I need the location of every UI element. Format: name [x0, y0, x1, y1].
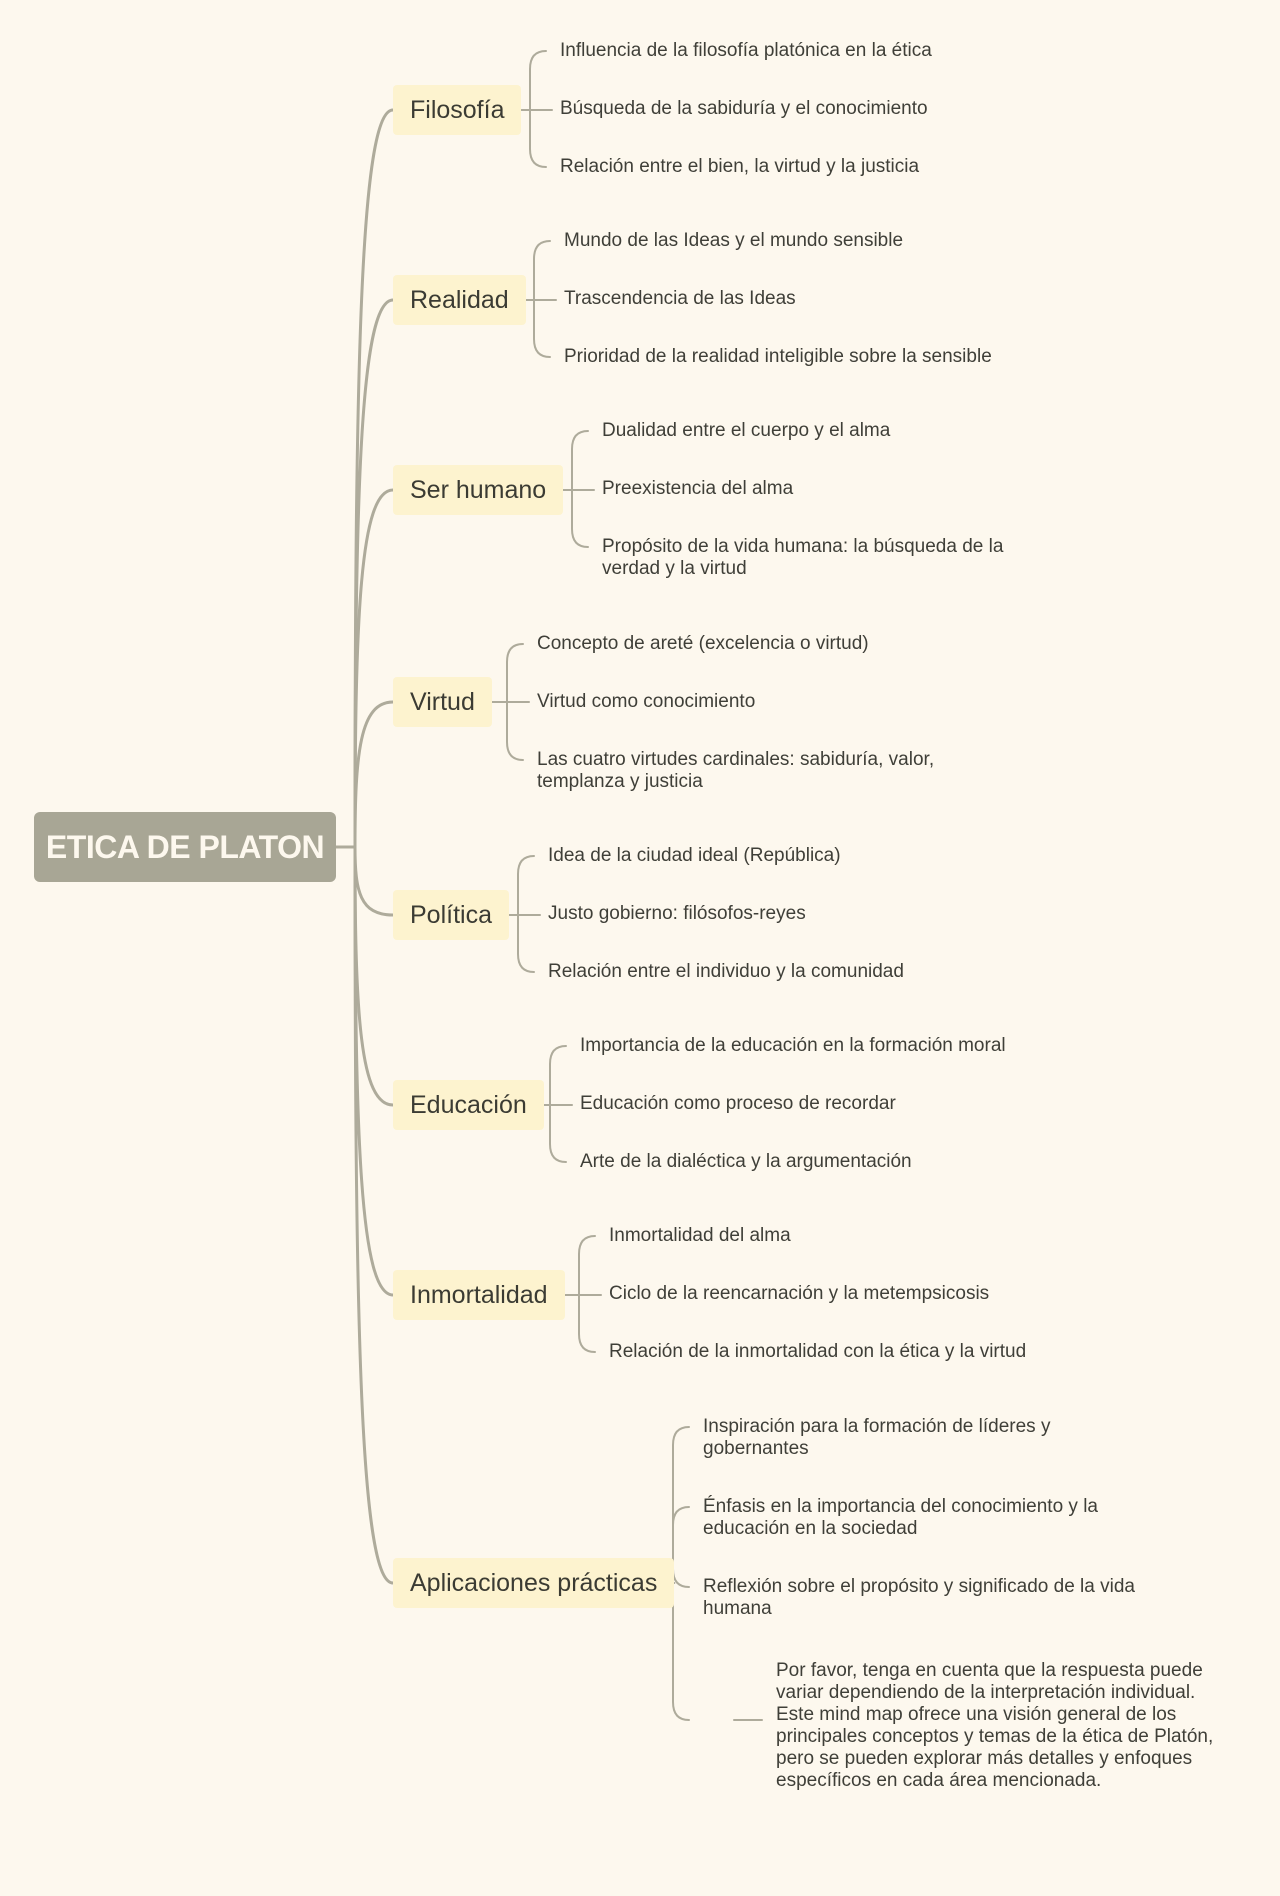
trunk-line: [353, 298, 395, 849]
topic-item[interactable]: Inmortalidad del alma: [609, 1225, 791, 1246]
leaf-connector: [506, 701, 524, 761]
topic-item[interactable]: Búsqueda de la sabiduría y el conocimien…: [560, 98, 928, 119]
topic-item[interactable]: Ciclo de la reencarnación y la metempsic…: [609, 1283, 990, 1304]
root-node[interactable]: ETICA DE PLATON: [34, 812, 336, 882]
topic-item[interactable]: Propósito de la vida humana: la búsqueda…: [602, 536, 1004, 579]
branch-virtud[interactable]: Virtud: [393, 677, 492, 727]
topic-item[interactable]: Relación entre el bien, la virtud y la j…: [560, 156, 920, 177]
topic-item[interactable]: Justo gobierno: filósofos-reyes: [548, 903, 806, 924]
branch-ser-humano[interactable]: Ser humano: [393, 465, 564, 515]
topic-item[interactable]: Influencia de la filosofía platónica en …: [560, 40, 932, 61]
leaf-connector: [533, 240, 551, 301]
leaf-connector: [672, 1506, 690, 1584]
branch-politica[interactable]: Política: [393, 890, 509, 940]
leaf-connector: [578, 1294, 596, 1353]
topic-item[interactable]: Importancia de la educación en la formac…: [580, 1035, 1006, 1056]
topic-item[interactable]: Idea de la ciudad ideal (República): [548, 845, 841, 866]
topic-item[interactable]: Reflexión sobre el propósito y significa…: [703, 1576, 1135, 1619]
topic-item[interactable]: Arte de la dialéctica y la argumentación: [580, 1151, 912, 1172]
topic-item[interactable]: Énfasis en la importancia del conocimien…: [703, 1496, 1098, 1539]
leaf-connector: [517, 855, 535, 916]
leaf-connector: [529, 50, 547, 111]
leaf-connector: [672, 1582, 690, 1721]
leaf-connector: [517, 914, 535, 973]
topic-item[interactable]: Trascendencia de las Ideas: [564, 288, 796, 309]
trunk-line: [353, 700, 395, 849]
leaf-connector: [549, 1045, 567, 1106]
branch-aplicaciones-practicas[interactable]: Aplicaciones prácticas: [393, 1558, 675, 1608]
topic-item[interactable]: Concepto de areté (excelencia o virtud): [537, 633, 869, 654]
topic-item[interactable]: Las cuatro virtudes cardinales: sabidurí…: [537, 749, 935, 792]
topic-item[interactable]: Dualidad entre el cuerpo y el alma: [602, 420, 891, 441]
disclaimer-note[interactable]: Por favor, tenga en cuenta que la respue…: [776, 1660, 1214, 1791]
trunk-line: [353, 488, 395, 849]
leaf-connector: [529, 109, 547, 168]
topic-item[interactable]: Virtud como conocimiento: [537, 691, 756, 712]
leaf-connector: [571, 489, 589, 548]
branch-educacion[interactable]: Educación: [393, 1080, 544, 1130]
topic-item[interactable]: Educación como proceso de recordar: [580, 1093, 896, 1114]
trunk-line: [353, 845, 395, 917]
branch-realidad[interactable]: Realidad: [393, 275, 526, 325]
leaf-connector: [571, 430, 589, 491]
topic-item[interactable]: Preexistencia del alma: [602, 478, 794, 499]
topic-item[interactable]: Mundo de las Ideas y el mundo sensible: [564, 230, 904, 251]
leaf-connector: [549, 1104, 567, 1163]
leaf-connector: [672, 1426, 690, 1584]
leaf-connector: [533, 299, 551, 358]
leaf-connector: [578, 1235, 596, 1296]
topic-item[interactable]: Relación de la inmortalidad con la ética…: [609, 1341, 1027, 1362]
branch-inmortalidad[interactable]: Inmortalidad: [393, 1270, 565, 1320]
leaf-connector: [506, 643, 524, 703]
trunk-line: [353, 845, 395, 1107]
topic-item[interactable]: Relación entre el individuo y la comunid…: [548, 961, 904, 982]
topic-item[interactable]: Inspiración para la formación de líderes…: [703, 1416, 1051, 1459]
leaf-connector: [672, 1568, 690, 1588]
topic-item[interactable]: Prioridad de la realidad inteligible sob…: [564, 346, 992, 367]
trunk-line: [353, 845, 395, 1585]
branch-filosofia[interactable]: Filosofía: [393, 85, 522, 135]
